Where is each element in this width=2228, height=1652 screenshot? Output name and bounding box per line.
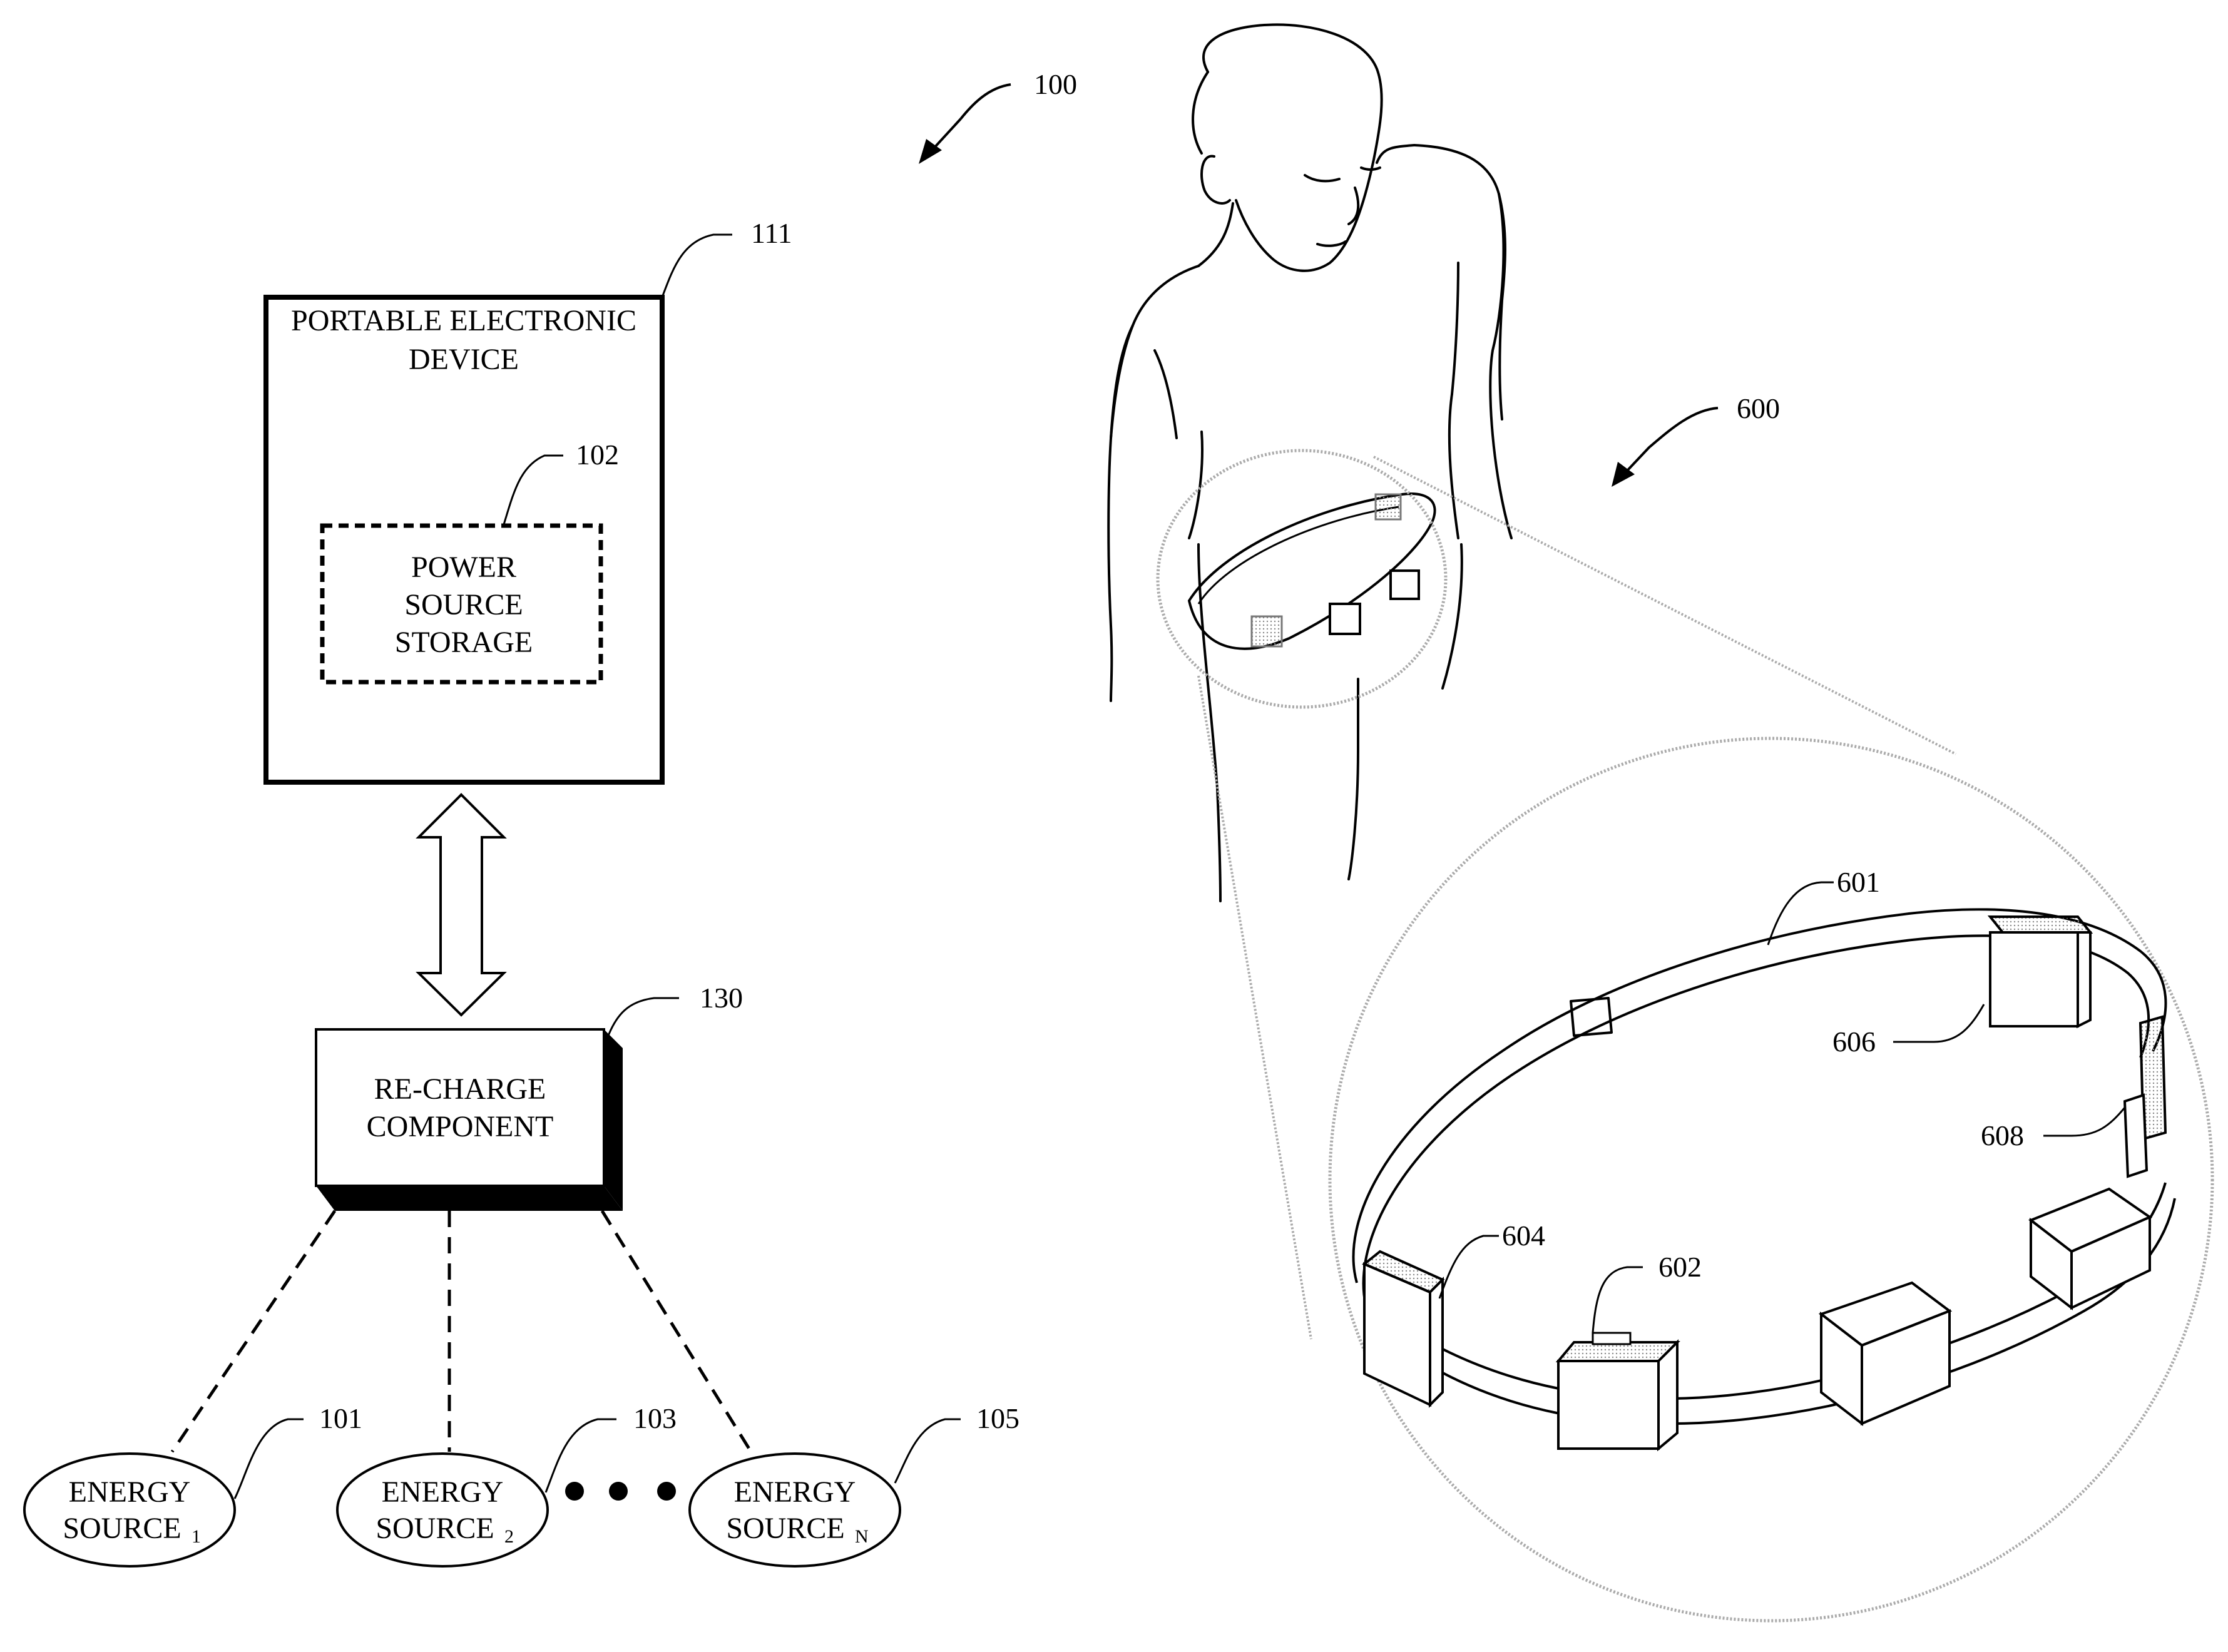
energy-source-n-line1: ENERGY — [734, 1476, 856, 1509]
energy-source-2: ENERGY SOURCE 2 103 — [337, 1402, 677, 1566]
bidirectional-arrow-icon — [419, 795, 504, 1015]
belt-system-ref-label: 600 — [1737, 392, 1780, 424]
energy-source-n: ENERGY SOURCE N 105 — [690, 1402, 1019, 1566]
storage-label-line1: POWER — [411, 551, 516, 584]
recharge-ref-label: 130 — [700, 982, 743, 1014]
waist-belt-small — [1189, 494, 1435, 649]
storage-ref-label: 102 — [576, 439, 619, 471]
storage-label-line3: STORAGE — [395, 626, 533, 659]
system-ref-label: 100 — [1034, 68, 1077, 100]
energy-source-1-line2: SOURCE — [63, 1512, 181, 1545]
module-602-ref: 602 — [1658, 1251, 1702, 1283]
belt-system-reference-arrow: 600 — [1612, 392, 1780, 487]
energy-source-1-ref: 101 — [319, 1402, 362, 1434]
module-604-ref: 604 — [1502, 1220, 1545, 1252]
energy-source-2-subscript: 2 — [504, 1526, 514, 1547]
module-608-ref: 608 — [1981, 1119, 2024, 1151]
energy-source-n-subscript: N — [855, 1526, 869, 1547]
recharge-label-line2: COMPONENT — [367, 1110, 554, 1143]
person-illustration — [1108, 24, 1511, 901]
energy-source-2-line2: SOURCE — [376, 1512, 494, 1545]
storage-label-line2: SOURCE — [404, 588, 523, 621]
re-charge-component-box: RE-CHARGE COMPONENT 130 — [316, 982, 743, 1211]
energy-source-2-line1: ENERGY — [382, 1476, 504, 1509]
recharge-label-line1: RE-CHARGE — [374, 1073, 546, 1106]
ellipsis-dots — [565, 1482, 676, 1501]
device-label-line1: PORTABLE ELECTRONIC — [291, 304, 636, 337]
belt-ref-label: 601 — [1837, 866, 1880, 898]
device-ref-label: 111 — [751, 217, 792, 249]
energy-source-n-ref: 105 — [976, 1402, 1019, 1434]
energy-source-1: ENERGY SOURCE 1 101 — [24, 1402, 362, 1566]
portable-electronic-device-box: PORTABLE ELECTRONIC DEVICE 111 — [266, 217, 792, 782]
system-reference-arrow: 100 — [919, 68, 1077, 164]
energy-source-1-subscript: 1 — [192, 1526, 201, 1547]
energy-source-1-line1: ENERGY — [69, 1476, 191, 1509]
energy-source-2-ref: 103 — [633, 1402, 677, 1434]
module-606-ref: 606 — [1832, 1026, 1876, 1058]
magnifier-large-circle — [1330, 738, 2212, 1621]
energy-source-n-line2: SOURCE — [726, 1512, 844, 1545]
device-label-line2: DEVICE — [409, 343, 519, 376]
